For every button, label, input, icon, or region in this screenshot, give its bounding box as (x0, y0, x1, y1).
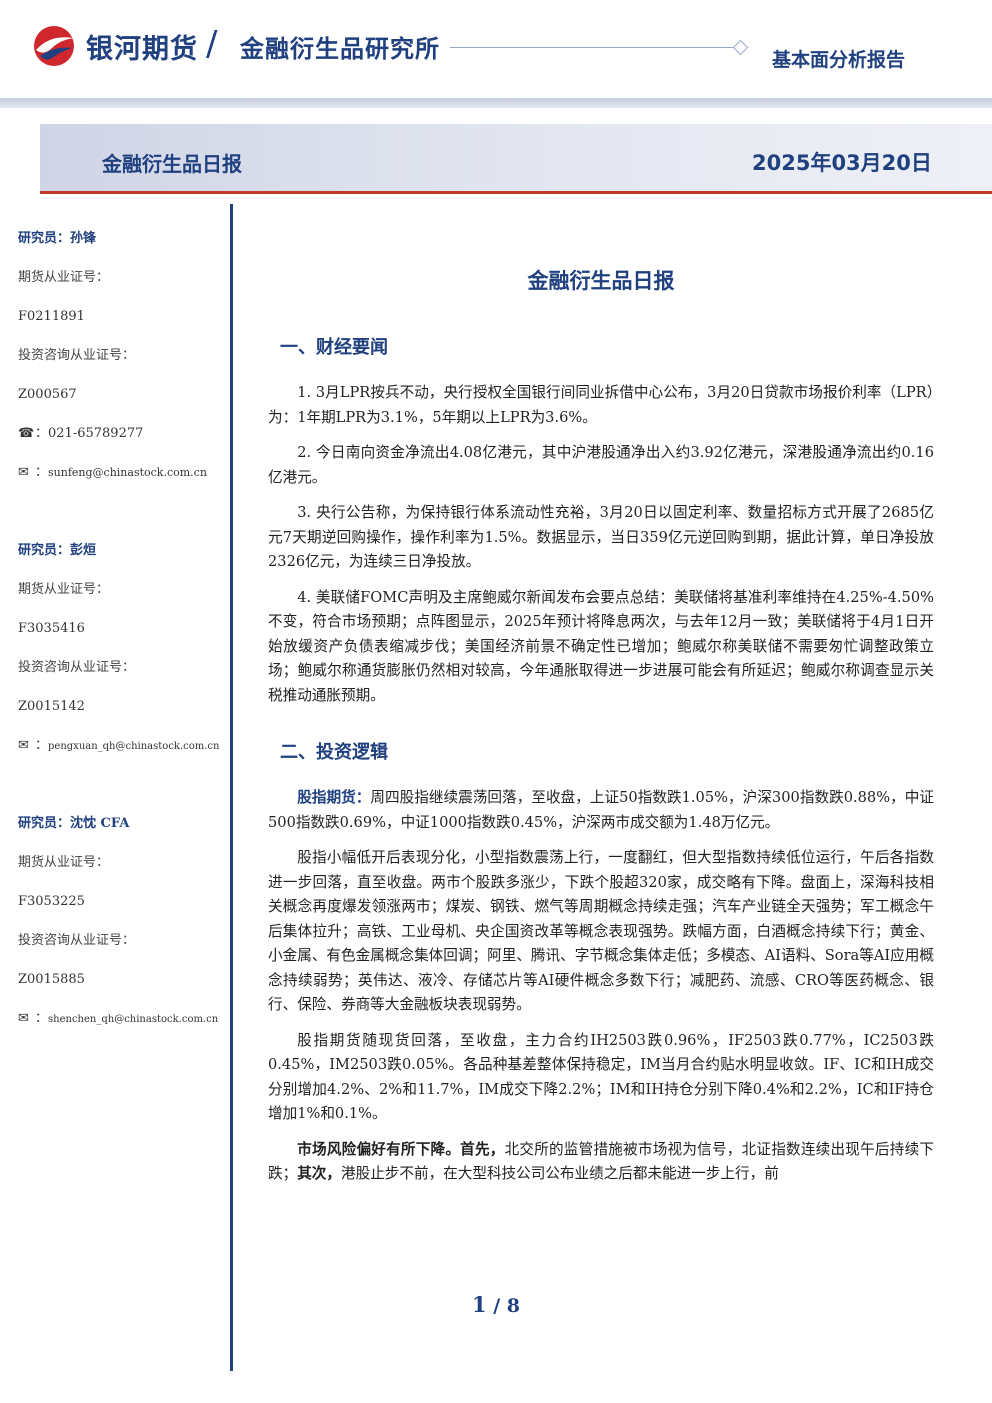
email-icon: ✉ (18, 1011, 29, 1026)
logic-second: 其次， (297, 1165, 341, 1182)
logic-paragraph: 市场风险偏好有所下降。首先，北交所的监管措施被市场视为信号，北证指数连续出现午后… (268, 1138, 934, 1187)
futures-license-number: F3053225 (18, 894, 85, 909)
futures-license-label: 期货从业证号： (18, 582, 110, 597)
header-slash: / (206, 24, 218, 64)
futures-license-number: F3035416 (18, 621, 85, 636)
logic-paragraph: 股指期货随现货回落，至收盘，主力合约IH2503跌0.96%，IF2503跌0.… (268, 1031, 934, 1123)
section-heading-news: 一、财经要闻 (280, 337, 388, 358)
logic-text: 周四股指继续震荡回落，至收盘，上证50指数跌1.05%，沪深300指数跌0.88… (268, 789, 934, 831)
researcher-sidebar: 研究员：孙锋 期货从业证号： F0211891 投资咨询从业证号： Z00056… (18, 228, 226, 1047)
logic-first: 首先， (460, 1140, 505, 1158)
header-decor-line (450, 47, 736, 48)
email-address[interactable]: sunfeng@chinastock.com.cn (48, 466, 207, 479)
logic-text: 港股止步不前，在大型科技公司公布业绩之后都未能进一步上行，前 (341, 1165, 779, 1182)
email-address[interactable]: shenchen_qh@chinastock.com.cn (48, 1014, 219, 1025)
phone-number: 021-65789277 (48, 426, 144, 441)
section-heading-logic: 二、投资逻辑 (280, 742, 388, 763)
email-icon: ✉ (18, 738, 29, 753)
institute-name: 金融衍生品研究所 (240, 35, 440, 63)
logic-paragraph: 股指小幅低开后表现分化，小型指数震荡上行，一度翻红，但大型指数持续低位运行，午后… (268, 849, 934, 1013)
report-date: 2025年03月20日 (752, 151, 932, 175)
report-body: 金融衍生品日报 一、财经要闻 1. 3月LPR按兵不动，央行授权全国银行间同业拆… (268, 265, 934, 1198)
consult-license-number: Z0015885 (18, 972, 85, 987)
title-bar (40, 124, 992, 192)
consult-license-number: Z000567 (18, 387, 77, 402)
header-band (0, 98, 992, 108)
logic-label: 股指期货： (297, 789, 371, 806)
consult-license-label: 投资咨询从业证号： (18, 348, 136, 363)
phone-icon: ☎ (18, 426, 35, 441)
news-item: 4. 美联储FOMC声明及主席鲍威尔新闻发布会要点总结：美联储将基准利率维持在4… (268, 588, 934, 704)
email-row: ✉：pengxuan_qh@chinastock.com.cn (18, 735, 226, 813)
consult-license-number: Z0015142 (18, 699, 85, 714)
researcher-name: 研究员：彭烜 (18, 543, 97, 558)
researcher-name: 研究员：沈忱 CFA (18, 816, 130, 831)
brand-name: 银河期货 (86, 34, 198, 65)
sidebar-divider (230, 204, 233, 1371)
news-item: 2. 今日南向资金净流出4.08亿港元，其中沪港股通净出入约3.92亿港元，深港… (268, 444, 934, 486)
logic-text: 北交所的监管措施被市场视为信号，北证指数连续出现午后持续下跌； (268, 1140, 934, 1183)
total-pages: 8 (506, 1295, 521, 1317)
page-number: 1 / 8 (0, 1292, 992, 1317)
futures-license-number: F0211891 (18, 309, 85, 324)
current-page: 1 (471, 1292, 487, 1317)
email-row: ✉：shenchen_qh@chinastock.com.cn (18, 1008, 226, 1047)
news-item: 1. 3月LPR按兵不动，央行授权全国银行间同业拆借中心公布，3月20日贷款市场… (268, 384, 934, 426)
consult-license-label: 投资咨询从业证号： (18, 933, 136, 948)
title-bar-rule (40, 191, 992, 194)
futures-license-label: 期货从业证号： (18, 270, 110, 285)
report-name: 金融衍生品日报 (102, 152, 242, 176)
futures-license-label: 期货从业证号： (18, 855, 110, 870)
news-item: 3. 央行公告称，为保持银行体系流动性充裕，3月20日以固定利率、数量招标方式开… (268, 504, 934, 570)
document-title: 金融衍生品日报 (527, 269, 675, 293)
header-decor-diamond (732, 39, 749, 56)
page-separator: / (493, 1295, 501, 1317)
consult-license-label: 投资咨询从业证号： (18, 660, 136, 675)
email-address[interactable]: pengxuan_qh@chinastock.com.cn (48, 741, 220, 752)
logic-paragraph: 股指期货：周四股指继续震荡回落，至收盘，上证50指数跌1.05%，沪深300指数… (268, 786, 934, 835)
report-type: 基本面分析报告 (772, 49, 906, 71)
email-row: ✉：sunfeng@chinastock.com.cn (18, 462, 226, 540)
researcher-name: 研究员：孙锋 (18, 231, 97, 246)
logic-lead: 市场风险偏好有所下降。 (297, 1140, 461, 1158)
galaxy-logo-icon (34, 26, 74, 66)
email-icon: ✉ (18, 465, 29, 480)
phone-row: ☎：021-65789277 (18, 423, 226, 462)
